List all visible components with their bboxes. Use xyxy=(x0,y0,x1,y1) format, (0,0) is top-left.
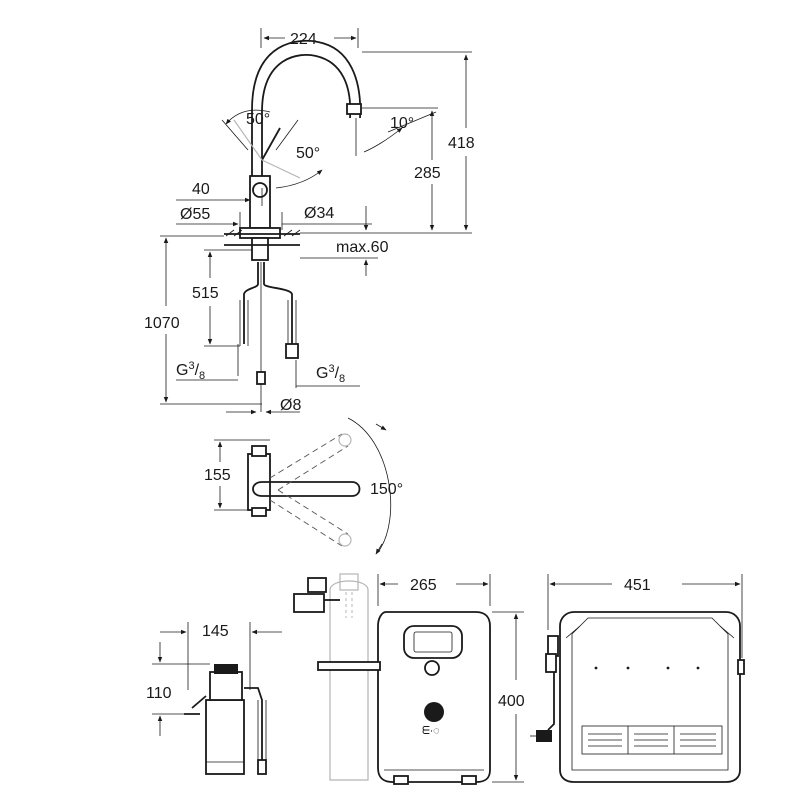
dim-base-diameter: Ø55 xyxy=(180,206,210,223)
dim-hose-diameter: Ø8 xyxy=(280,397,301,414)
dim-filter-width: 145 xyxy=(202,623,229,640)
dim-spout-reach: 224 xyxy=(290,31,317,48)
dim-total-height: 418 xyxy=(448,135,475,152)
dim-filter-height: 110 xyxy=(146,685,172,702)
dim-hole-diameter: Ø34 xyxy=(304,205,334,222)
dim-inlet-left: G3/8 xyxy=(176,360,205,382)
chiller-display xyxy=(403,625,463,659)
chiller-side-view: ᗴ∙◌ 265 400 xyxy=(317,574,525,785)
dim-max-deck: max.60 xyxy=(336,239,389,256)
vent-grille xyxy=(581,725,723,755)
faucet-side-view: 224 418 285 10° 50° 50° 40 Ø55 xyxy=(144,28,475,415)
chiller-front-label: ᗴ∙◌ xyxy=(422,725,440,737)
dim-lever-angle-left: 50° xyxy=(246,111,270,128)
dim-hose-to-inlet: 515 xyxy=(192,285,219,302)
chiller-front-view: 451 xyxy=(530,574,745,783)
faucet-lever xyxy=(261,127,281,161)
dim-chiller-width: 451 xyxy=(624,577,651,594)
supply-hose-right xyxy=(263,262,293,344)
filter-unit: 145 110 xyxy=(146,622,282,775)
dim-chiller-height: 400 xyxy=(498,693,525,710)
dim-chiller-depth: 265 xyxy=(410,577,437,594)
dim-lever-angle-right: 50° xyxy=(296,145,320,162)
dim-inlet-right: G3/8 xyxy=(316,363,345,385)
faucet-top-view: 150° 155 xyxy=(204,417,403,555)
spout-top-view xyxy=(252,481,361,497)
dim-spout-angle: 10° xyxy=(390,115,414,132)
chiller-knob xyxy=(424,660,440,676)
dim-lever-offset: 40 xyxy=(192,181,210,198)
co2-cylinder xyxy=(293,573,369,781)
faucet-spout xyxy=(251,39,362,180)
dim-swivel-angle: 150° xyxy=(370,481,403,498)
chiller-logo xyxy=(424,702,444,722)
dim-swivel-depth: 155 xyxy=(204,467,231,484)
dim-total-hose: 1070 xyxy=(144,315,180,332)
supply-hose-left xyxy=(243,262,259,344)
dim-outlet-height: 285 xyxy=(414,165,441,182)
